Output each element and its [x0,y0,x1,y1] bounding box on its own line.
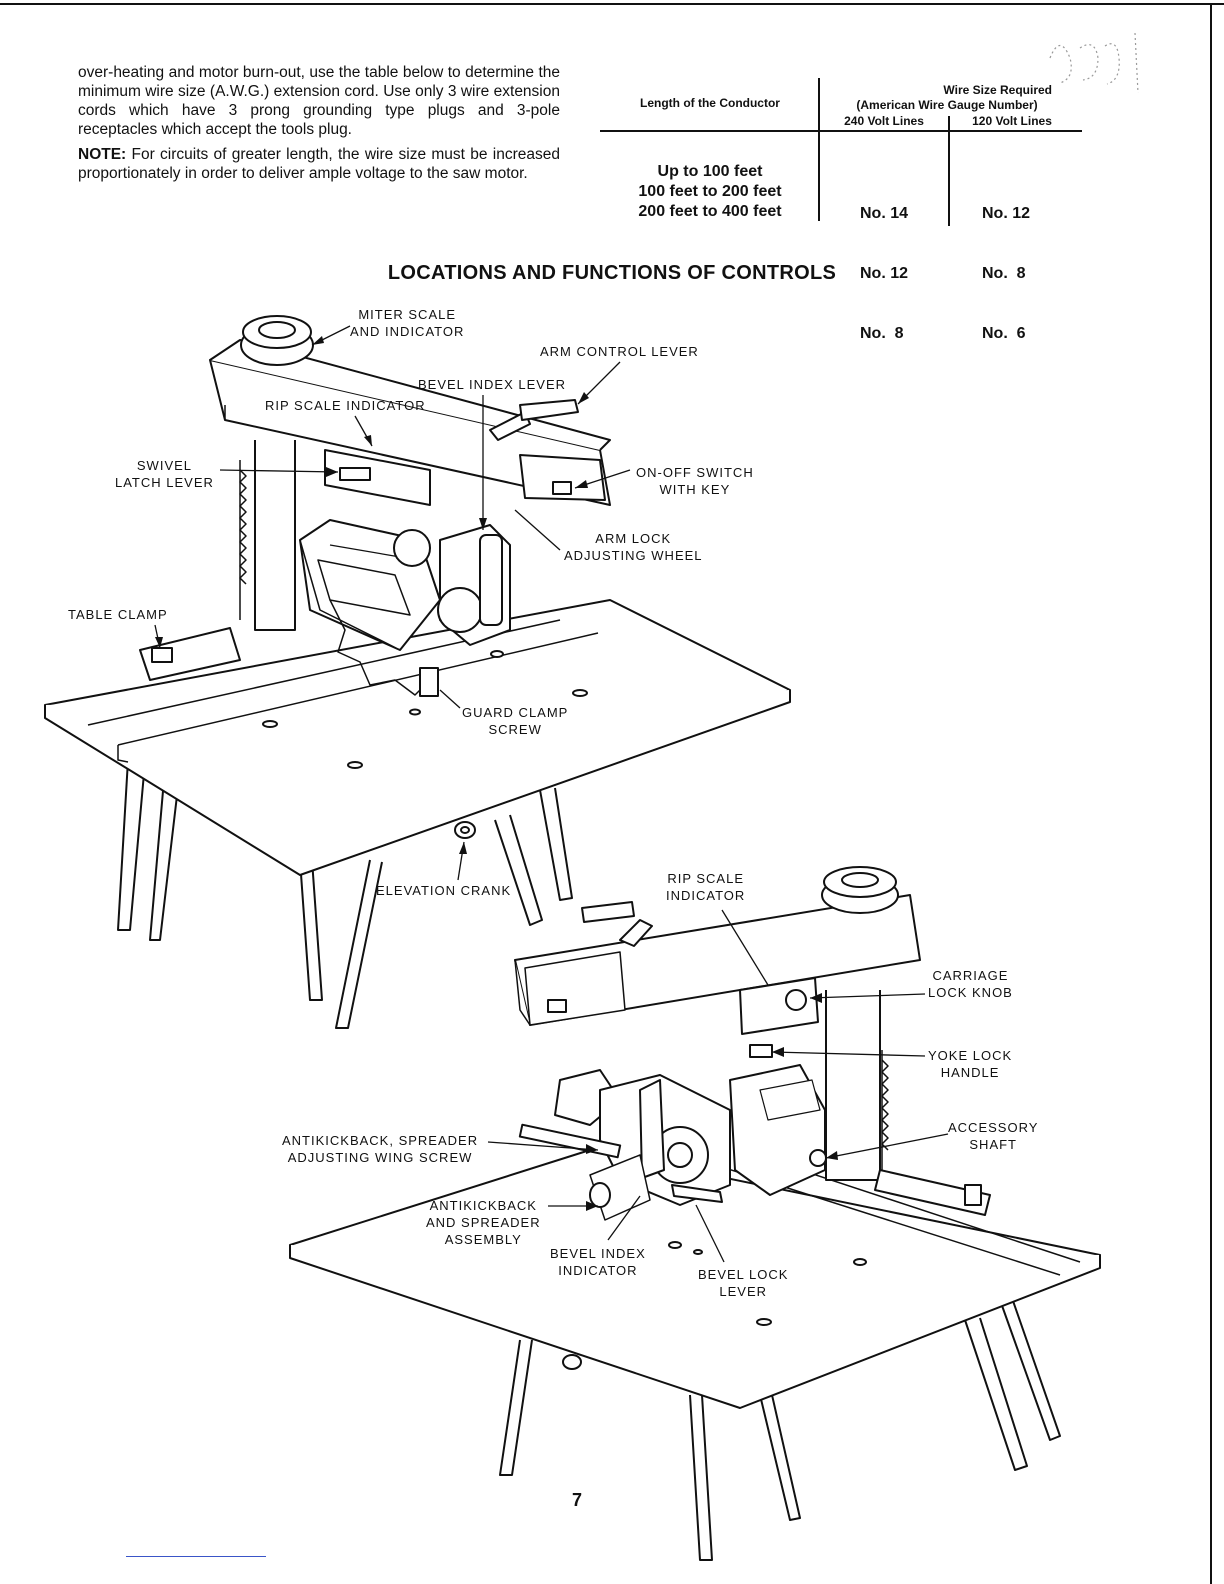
note-paragraph: NOTE: For circuits of greater length, th… [78,145,560,183]
table-cell: No. 12 [982,205,1031,222]
callout-table-clamp: TABLE CLAMP [68,606,168,623]
callout-guard-clamp-screw: GUARD CLAMP SCREW [462,704,568,738]
callout-line: BEVEL LOCK [698,1267,789,1282]
120v-column: No. 12 No. 8 No. 6 [982,164,1062,384]
length-column: Up to 100 feet 100 feet to 200 feet 200 … [620,162,800,222]
callout-arm-control-lever: ARM CONTROL LEVER [540,343,699,360]
col-header-240v: 240 Volt Lines [844,114,924,128]
bottom-saw-drawing [289,866,1101,1561]
callout-yoke-lock-handle: YOKE LOCK HANDLE [928,1047,1012,1081]
table-cell: No. 8 [860,325,904,342]
top-border-line [0,3,1224,5]
table-cell: Up to 100 feet [657,163,763,180]
callout-rip-scale-indicator: RIP SCALE INDICATOR [265,397,426,414]
callout-line: SHAFT [969,1137,1018,1152]
wire-size-table: Length of the Conductor Wire Size Requir… [600,78,1090,342]
callout-line: ARM CONTROL LEVER [540,344,699,359]
callout-antikickback-assembly: ANTIKICKBACK AND SPREADER ASSEMBLY [426,1197,541,1248]
240v-column: No. 14 No. 12 No. 8 [860,164,940,384]
callout-antikickback-wing-screw: ANTIKICKBACK, SPREADER ADJUSTING WING SC… [282,1132,478,1166]
callout-line: RIP SCALE [667,871,744,886]
col-header-length: Length of the Conductor [640,96,780,110]
intro-paragraph: over-heating and motor burn-out, use the… [78,64,560,138]
ink-stamp-mark [1049,32,1139,94]
callout-line: GUARD CLAMP [462,705,569,720]
callout-line: RIP SCALE INDICATOR [265,398,426,413]
callout-miter-scale: MITER SCALE AND INDICATOR [350,306,464,340]
callout-carriage-lock-knob: CARRIAGE LOCK KNOB [928,967,1013,1001]
table-cell: 200 feet to 400 feet [638,203,782,220]
callout-line: ELEVATION CRANK [376,883,512,898]
table-column-rule [818,78,820,221]
callout-line: INDICATOR [558,1263,638,1278]
callout-line: HANDLE [940,1065,1000,1080]
table-cell: No. 12 [860,265,909,282]
callout-line: ANTIKICKBACK, SPREADER [282,1133,479,1148]
callout-line: LATCH LEVER [115,475,214,490]
right-border-line [1210,3,1212,1584]
callout-elevation-crank: ELEVATION CRANK [376,882,511,899]
table-cell: No. 8 [982,265,1026,282]
page-number: 7 [571,1490,582,1510]
table-column-rule [948,116,950,226]
callout-line: ANTIKICKBACK [429,1198,537,1213]
callout-bevel-lock-lever: BEVEL LOCK LEVER [698,1266,788,1300]
group-header-line2: (American Wire Gauge Number) [856,98,1038,112]
callout-arm-lock-wheel: ARM LOCK ADJUSTING WHEEL [564,530,703,564]
callout-line: WITH KEY [659,482,731,497]
intro-text: over-heating and motor burn-out, use the… [78,63,560,189]
section-title: LOCATIONS AND FUNCTIONS OF CONTROLS [387,262,837,284]
callout-line: ADJUSTING WHEEL [564,548,703,563]
callout-line: AND SPREADER [426,1215,541,1230]
callout-line: BEVEL INDEX LEVER [418,377,567,392]
table-header-rule [600,130,1082,132]
callout-line: ARM LOCK [595,531,672,546]
callout-swivel-latch-lever: SWIVEL LATCH LEVER [115,457,214,491]
note-label: NOTE: [78,146,127,163]
callout-line: ACCESSORY [948,1120,1039,1135]
callout-line: TABLE CLAMP [68,607,168,622]
callout-line: CARRIAGE [932,968,1009,983]
callout-line: YOKE LOCK [928,1048,1013,1063]
callout-line: BEVEL INDEX [550,1246,646,1261]
callout-line: ASSEMBLY [444,1232,522,1247]
callout-line: LOCK KNOB [928,985,1013,1000]
col-header-120v: 120 Volt Lines [972,114,1052,128]
callout-arrowheads [155,336,838,1211]
top-saw-drawing [44,315,791,1029]
callout-line: SCREW [488,722,542,737]
table-cell: No. 14 [860,205,909,222]
callout-line: LEVER [719,1284,768,1299]
callout-bevel-index-lever: BEVEL INDEX LEVER [418,376,566,393]
callout-line: INDICATOR [666,888,746,903]
callout-rip-scale-indicator-bottom: RIP SCALE INDICATOR [666,870,745,904]
callout-line: AND INDICATOR [350,324,465,339]
group-header-line1: Wire Size Required [943,83,1052,97]
callout-on-off-switch: ON-OFF SWITCH WITH KEY [636,464,754,498]
callout-line: MITER SCALE [358,307,457,322]
note-text: For circuits of greater length, the wire… [78,146,560,182]
callout-line: SWIVEL [136,458,193,473]
table-cell: 100 feet to 200 feet [638,183,782,200]
table-cell: No. 6 [982,325,1026,342]
callout-line: ON-OFF SWITCH [636,465,754,480]
callout-accessory-shaft: ACCESSORY SHAFT [948,1119,1038,1153]
callout-bevel-index-indicator: BEVEL INDEX INDICATOR [550,1245,646,1279]
callout-line: ADJUSTING WING SCREW [287,1150,473,1165]
footer-rule [126,1556,266,1557]
